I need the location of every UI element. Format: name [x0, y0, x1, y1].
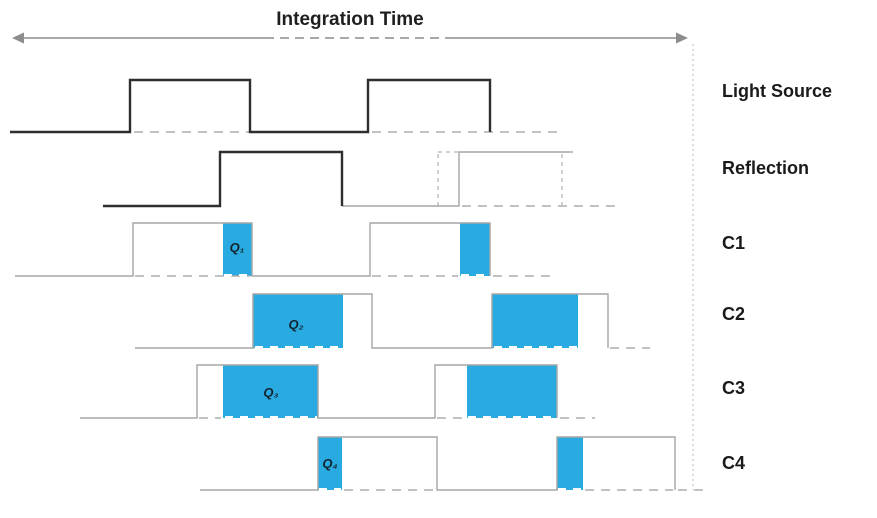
- row-labels: Light Source Reflection C1 C2 C3 C4: [722, 81, 832, 473]
- row-label-c1: C1: [722, 233, 745, 253]
- charge-region-q2-a: [253, 294, 343, 348]
- integration-time-title: Integration Time: [276, 9, 423, 30]
- c3-waveform: [80, 364, 558, 419]
- row-label-c3: C3: [722, 378, 745, 398]
- arrow-left-head-icon: [12, 32, 24, 44]
- light-source-waveform: [10, 78, 492, 134]
- row-label-reflection: Reflection: [722, 158, 809, 178]
- charge-region-q3-a: [223, 365, 318, 418]
- row-label-c2: C2: [722, 304, 745, 324]
- arrow-right-head-icon: [676, 32, 688, 44]
- c3-row: Q₃: [80, 364, 595, 419]
- charge-region-q3-b: [467, 365, 557, 418]
- charge-region-q4-b: [557, 437, 583, 490]
- charge-label-q4: Q₄: [322, 456, 337, 471]
- charge-label-q3: Q₃: [263, 385, 278, 400]
- charge-region-q1-b: [460, 223, 490, 276]
- charge-region-q4-a: [318, 437, 342, 490]
- charge-region-q2-b: [492, 294, 578, 348]
- reflection-waveform: [103, 150, 344, 208]
- c2-row: Q₂: [135, 293, 650, 349]
- charge-region-q1-a: [223, 223, 252, 276]
- c2-waveform: [135, 293, 609, 349]
- c4-row: Q₄: [200, 436, 710, 491]
- reflection-row: [103, 150, 620, 208]
- row-label-c4: C4: [722, 453, 745, 473]
- c1-row: Q₁: [15, 222, 552, 277]
- charge-label-q2: Q₂: [288, 317, 303, 332]
- reflection-second-pulse: [342, 151, 573, 207]
- light-source-row: [10, 78, 560, 134]
- c4-waveform: [200, 436, 676, 491]
- c1-waveform: [15, 222, 491, 277]
- integration-time-arrow: [12, 32, 688, 44]
- row-label-light-source: Light Source: [722, 81, 832, 101]
- charge-label-q1: Q₁: [230, 240, 245, 255]
